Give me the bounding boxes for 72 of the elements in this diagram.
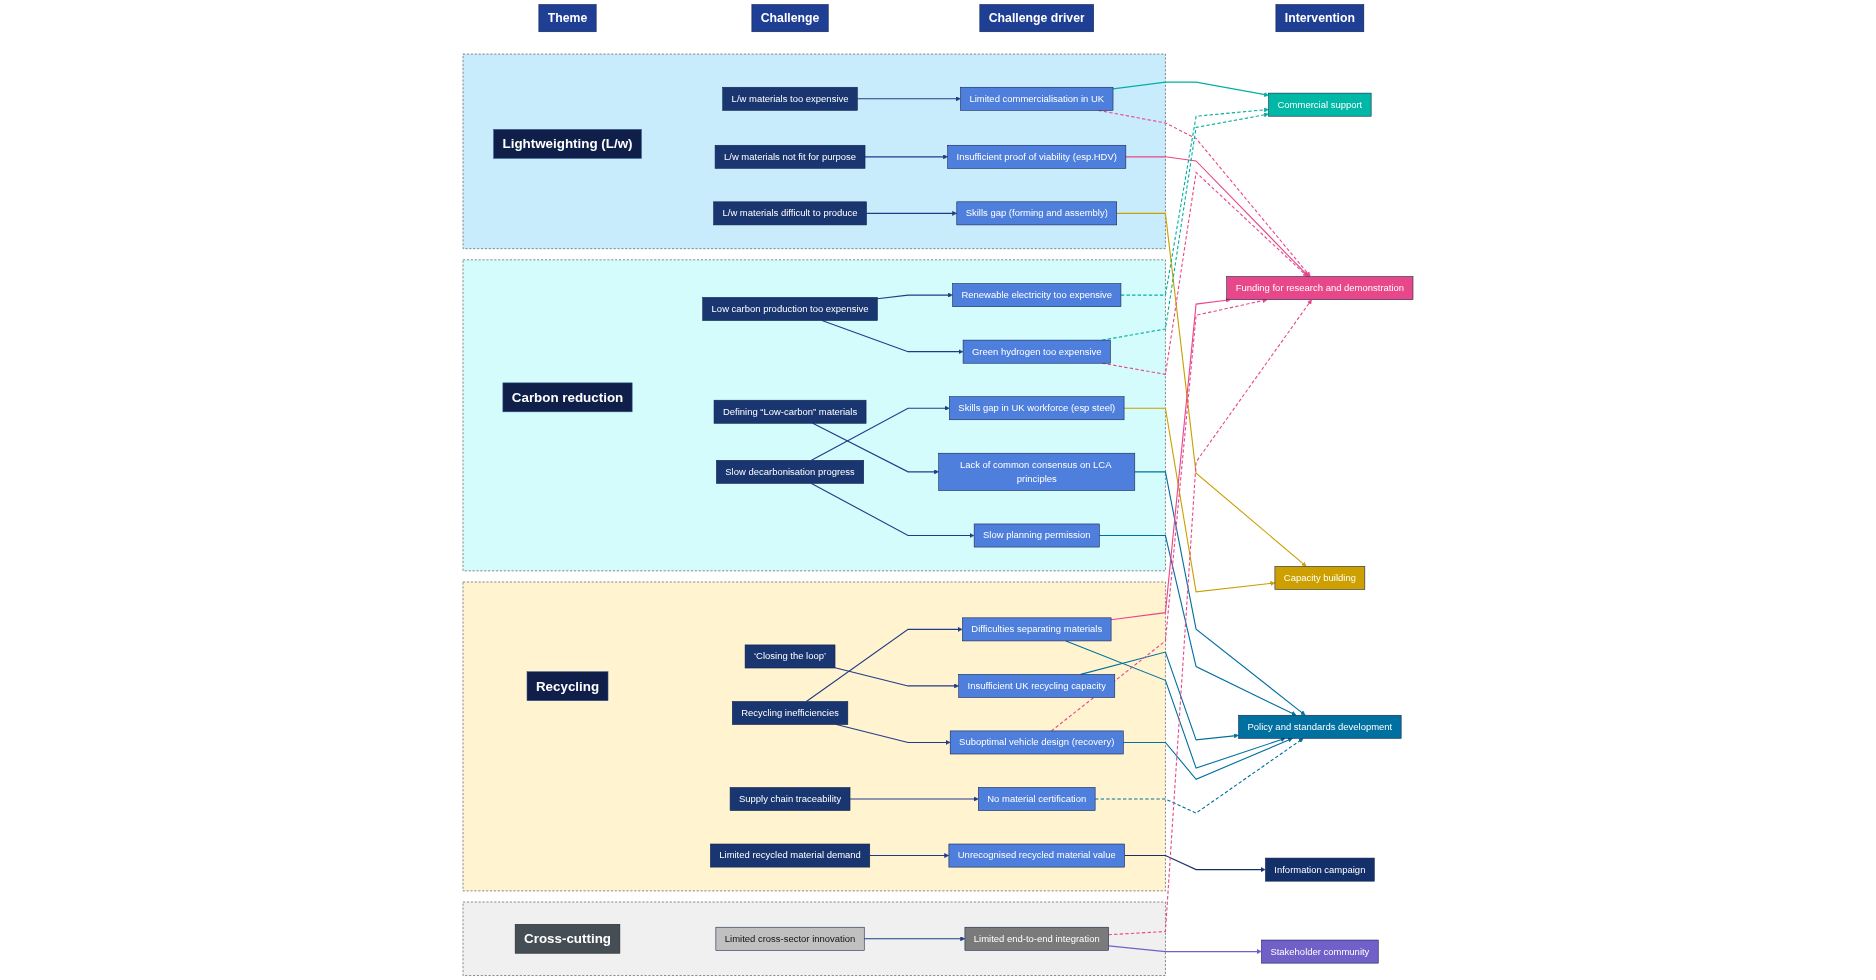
arrow — [1098, 534, 1297, 716]
node-box: Low carbon production too expensive — [702, 297, 878, 321]
cluster — [462, 901, 1166, 976]
arrow — [810, 482, 975, 538]
arrow — [849, 796, 979, 802]
node-box: L/w materials too expensive — [722, 87, 858, 111]
node-box: ‘Closing the loop’ — [744, 644, 836, 669]
arrow — [863, 936, 966, 942]
node-box: Unrecognised recycled material value — [948, 843, 1125, 868]
arrow — [1108, 299, 1312, 936]
node-box: L/w materials not fit for purpose — [714, 145, 866, 169]
arrow — [1116, 212, 1307, 567]
arrow — [856, 96, 961, 102]
node-box: Renewable electricity too expensive — [952, 283, 1122, 307]
node-box: Policy and standards development — [1238, 714, 1402, 739]
arrow — [1123, 407, 1276, 593]
node-box: Carbon reduction — [502, 382, 633, 413]
arrow — [1080, 651, 1239, 741]
arrow — [876, 292, 953, 300]
arrow — [1110, 297, 1231, 621]
arrow — [869, 853, 950, 858]
node-box: Limited recycled material demand — [710, 843, 871, 868]
node-box: Recycling inefficiencies — [732, 701, 849, 725]
arrow — [1065, 640, 1286, 769]
node-box: Supply chain traceability — [729, 787, 851, 811]
arrow — [1134, 471, 1306, 716]
node-box: Lack of common consensus on LCA principles — [938, 452, 1136, 491]
arrow — [1125, 156, 1309, 277]
arrow — [1112, 81, 1269, 97]
node-box: Cross-cutting — [514, 924, 621, 954]
arrow — [834, 667, 959, 689]
node-box: No material certification — [978, 787, 1096, 811]
node-box: Information campaign — [1265, 857, 1375, 882]
node-box: Challenge — [751, 4, 829, 33]
arrow — [810, 405, 950, 461]
node-box: Lightweighting (L/w) — [493, 129, 642, 159]
arrow — [1124, 855, 1266, 873]
node-box: Stakeholder community — [1261, 939, 1379, 964]
arrow — [1120, 107, 1269, 296]
node-box: Challenge driver — [979, 4, 1094, 33]
arrow — [805, 626, 963, 702]
node-box: Skills gap (forming and assembly) — [956, 201, 1117, 226]
node-box: Slow decarbonisation progress — [716, 460, 864, 484]
arrow — [812, 422, 939, 475]
node-box: Slow planning permission — [973, 523, 1100, 548]
arrow — [1050, 298, 1268, 732]
arrow — [1108, 945, 1262, 955]
node-box: Commercial support — [1268, 92, 1372, 117]
node-box: Limited cross-sector innovation — [715, 926, 865, 951]
node-box: Difficulties separating materials — [962, 617, 1112, 642]
node-box: Theme — [538, 4, 597, 33]
arrow — [821, 320, 964, 355]
arrow — [1094, 738, 1304, 814]
cluster — [462, 53, 1166, 249]
node-box: Recycling — [526, 671, 609, 701]
node-box: Green hydrogen too expensive — [962, 339, 1111, 364]
node-box: Skills gap in UK workforce (esp steel) — [949, 396, 1125, 421]
node-box: Limited commercialisation in UK — [960, 87, 1114, 111]
node-box: L/w materials difficult to produce — [713, 201, 867, 226]
node-box: Insufficient UK recycling capacity — [958, 674, 1116, 698]
node-box: Capacity building — [1274, 566, 1366, 590]
node-box: Funding for research and demonstration — [1226, 276, 1414, 300]
arrow — [864, 154, 948, 160]
node-box: Suboptimal vehicle design (recovery) — [949, 730, 1124, 755]
cluster — [462, 259, 1166, 572]
arrow — [865, 210, 957, 216]
node-box: Insufficient proof of viability (esp.HDV) — [947, 145, 1127, 169]
node-box: Intervention — [1275, 4, 1365, 33]
node-box: Limited end-to-end integration — [964, 926, 1109, 951]
arrow — [1122, 737, 1293, 780]
cluster — [462, 581, 1166, 892]
node-box: Defining “Low-carbon” materials — [713, 399, 867, 424]
